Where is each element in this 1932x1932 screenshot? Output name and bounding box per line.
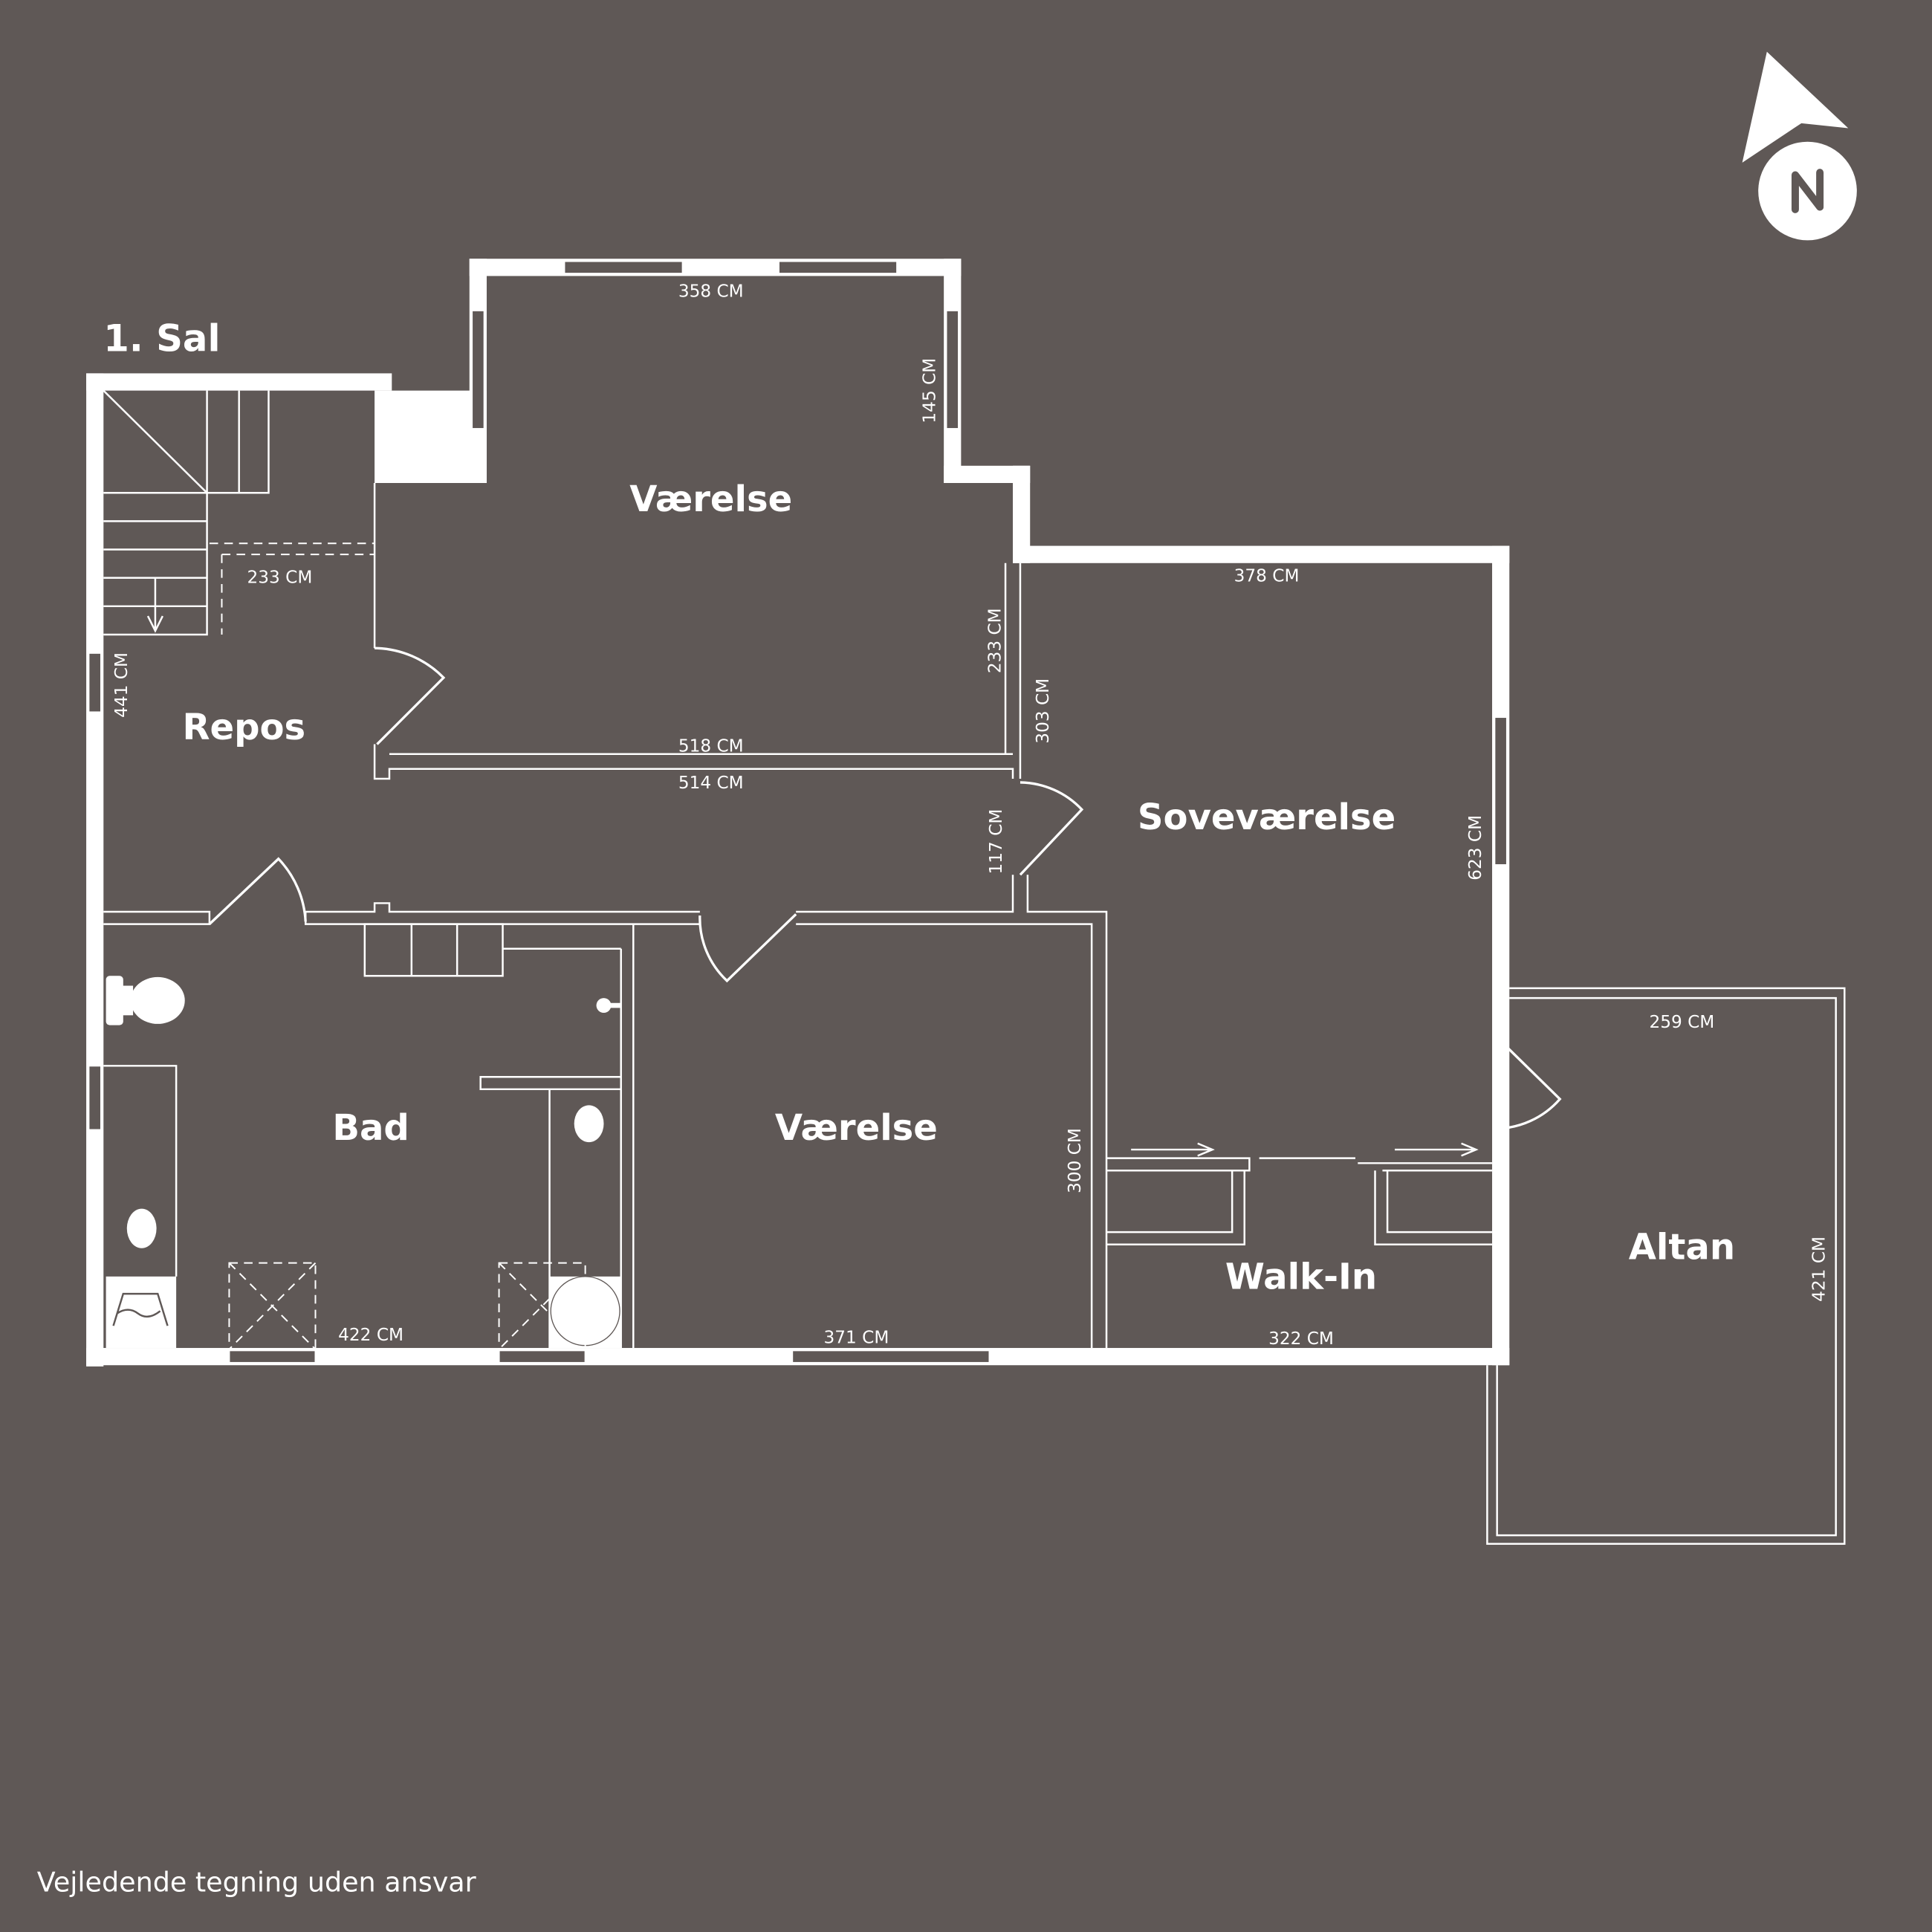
sink-icon [126, 998, 621, 1248]
dimension-label: 117 CM [986, 809, 1006, 875]
balcony-outline [1486, 987, 1846, 1545]
floor-title: 1. Sal [103, 317, 220, 360]
interior-walls [103, 483, 1493, 1349]
room-label-sovevaerelse: Soveværelse [1138, 797, 1395, 838]
dimension-label: 421 CM [1809, 1236, 1829, 1302]
doors[interactable] [208, 646, 1562, 1157]
room-label-walk-in: Walk-In [1225, 1256, 1377, 1297]
staircase [103, 389, 375, 636]
dimension-label: 233 CM [985, 608, 1005, 673]
dimension-label: 358 CM [678, 282, 744, 302]
toilet-icon [106, 976, 185, 1025]
dimension-label: 441 CM [111, 652, 132, 718]
room-label-bad: Bad [332, 1107, 409, 1149]
dimension-label: 233 CM [247, 567, 312, 587]
windows [88, 260, 1508, 1364]
dimension-label: 514 CM [678, 773, 744, 793]
dimension-label: 303 CM [1033, 678, 1053, 744]
room-label-vaerelse-north: Værelse [629, 479, 792, 520]
dimension-label: 422 CM [338, 1325, 403, 1345]
bathtub-icon [106, 1276, 177, 1349]
disclaimer-footer: Vejledende tegning uden ansvar [37, 1866, 476, 1898]
room-label-vaerelse-south: Værelse [775, 1107, 938, 1149]
dimension-label: 145 CM [920, 358, 940, 424]
dimension-label: 623 CM [1465, 815, 1485, 881]
skylights [228, 1262, 586, 1350]
room-label-altan: Altan [1629, 1227, 1735, 1268]
dimension-label: 518 CM [678, 736, 744, 756]
dimension-label: 300 CM [1065, 1128, 1085, 1193]
dimension-label: 322 CM [1268, 1329, 1334, 1349]
room-label-repos: Repos [182, 707, 305, 748]
dimension-label: 378 CM [1234, 566, 1300, 586]
dimension-label: 371 CM [823, 1327, 889, 1347]
dimension-label: 259 CM [1649, 1012, 1714, 1032]
north-compass-icon: N [1742, 51, 1857, 241]
